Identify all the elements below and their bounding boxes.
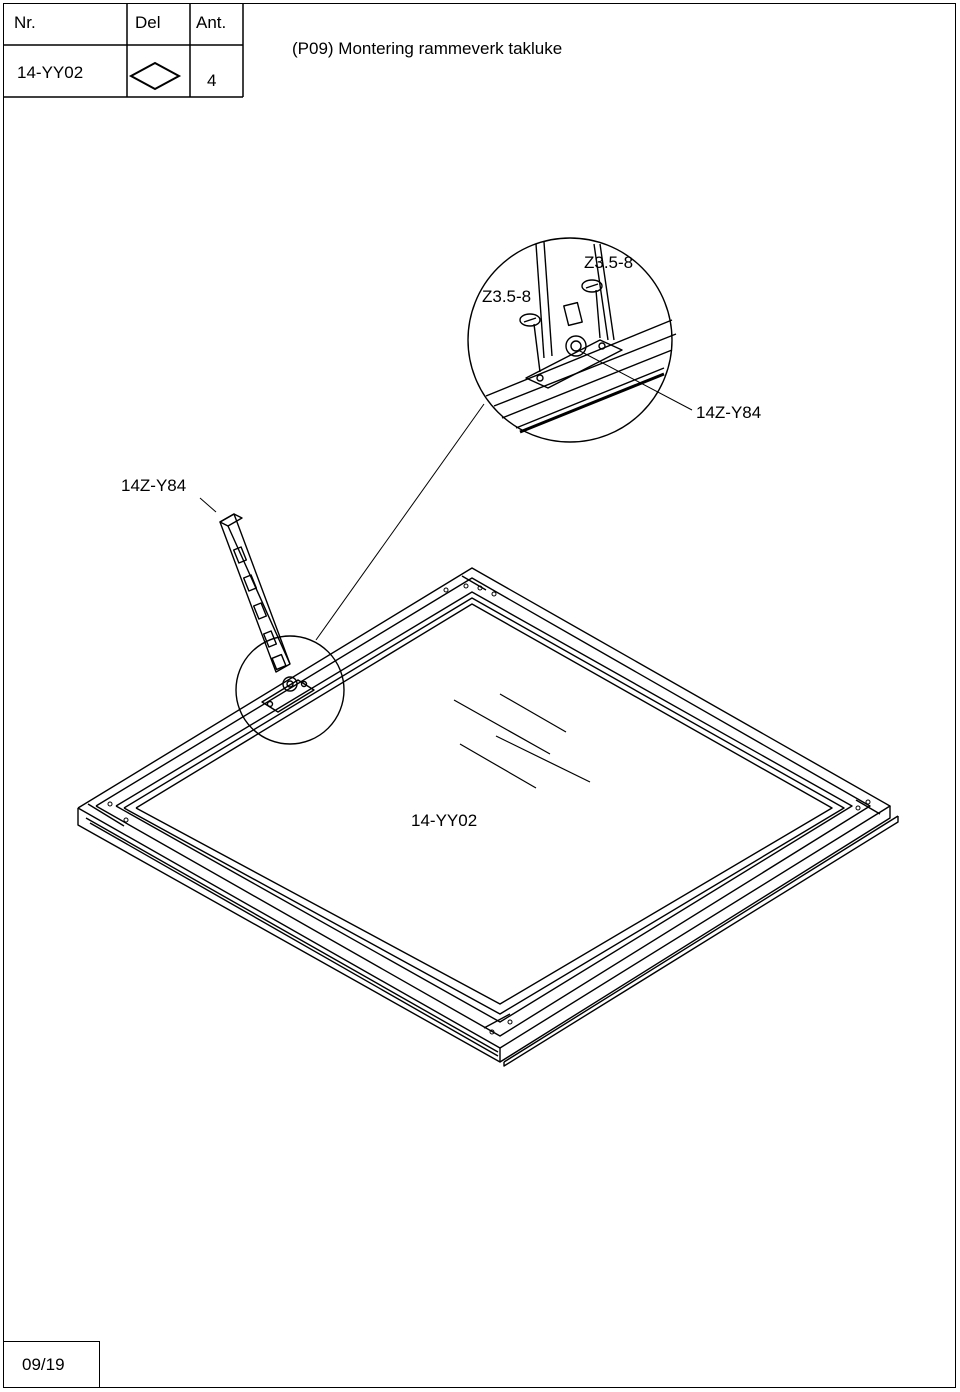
detail-marker-circle	[235, 635, 345, 745]
header-col-nr: Nr.	[14, 13, 36, 32]
detail-magnified-circle	[467, 237, 673, 443]
drawing-sheet	[3, 3, 956, 1388]
callout-frame: 14-YY02	[411, 811, 478, 830]
callout-stay-main: 14Z-Y84	[121, 476, 187, 495]
page-number: 09/19	[22, 1355, 65, 1374]
quantity: 4	[207, 71, 217, 90]
stay-arm	[219, 513, 315, 713]
callout-screw-left: Z3.5-8	[482, 287, 532, 306]
callout-screw-right: Z3.5-8	[584, 253, 634, 272]
header-col-ant: Ant.	[196, 13, 227, 32]
frame-holes	[107, 583, 871, 1035]
header-col-del: Del	[135, 13, 161, 32]
page-number-box	[3, 1341, 100, 1388]
frame-outline	[77, 567, 899, 1067]
part-number: 14-YY02	[17, 63, 84, 82]
glass-reflection-lines	[453, 693, 591, 789]
detail-contents	[485, 241, 677, 434]
callout-stay-detail: 14Z-Y84	[696, 403, 762, 422]
page-title: (P09) Montering rammeverk takluke	[292, 39, 563, 58]
